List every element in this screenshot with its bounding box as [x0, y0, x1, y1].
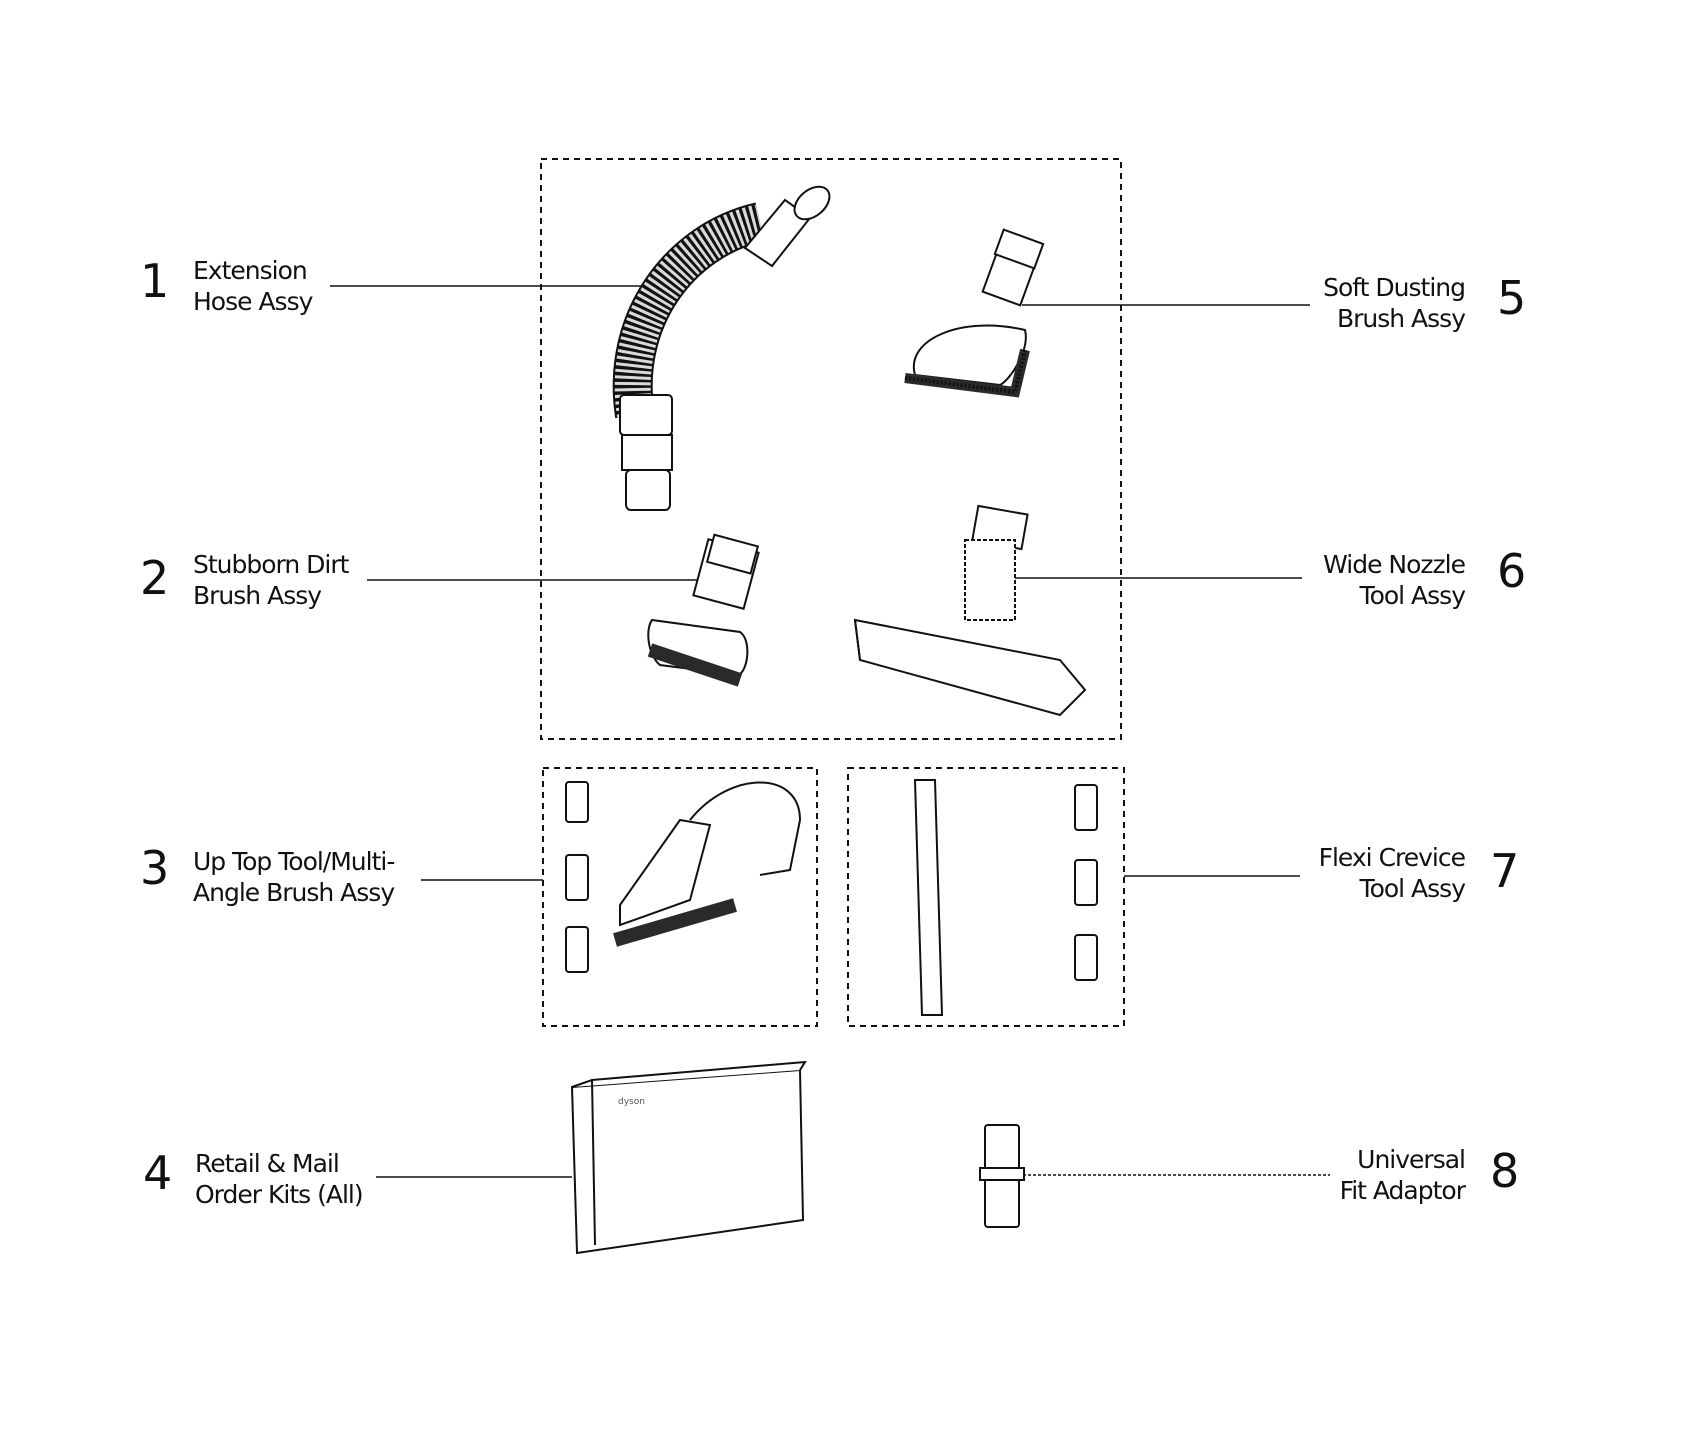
- soft-dusting-brush-illustration: [904, 228, 1045, 398]
- universal-fit-adaptor-illustration: [979, 1124, 1025, 1228]
- up-top-tool-illustration: [565, 781, 802, 973]
- up-top-tool-group-box: [542, 767, 818, 1027]
- part-number-2: 2: [140, 551, 170, 605]
- flexi-crevice-illustration: [913, 779, 1098, 1016]
- part-number-8: 8: [1490, 1144, 1520, 1198]
- box-brand-mark: dyson: [618, 1097, 645, 1107]
- part-number-4: 4: [143, 1146, 173, 1200]
- retail-kit-box-illustration: [570, 1060, 807, 1255]
- extension-hose-illustration: [612, 185, 831, 511]
- wide-nozzle-illustration: [853, 504, 1087, 717]
- part-number-6: 6: [1497, 544, 1527, 598]
- part-number-7: 7: [1490, 844, 1520, 898]
- main-tools-group-box: [540, 158, 1122, 740]
- part-label-3: Up Top Tool/Multi-Angle Brush Assy: [193, 847, 395, 907]
- flexi-crevice-group-box: [847, 767, 1125, 1027]
- stubborn-dirt-brush-illustration: [647, 533, 760, 687]
- part-number-1: 1: [140, 254, 170, 308]
- part-number-5: 5: [1497, 271, 1527, 325]
- part-number-3: 3: [140, 841, 170, 895]
